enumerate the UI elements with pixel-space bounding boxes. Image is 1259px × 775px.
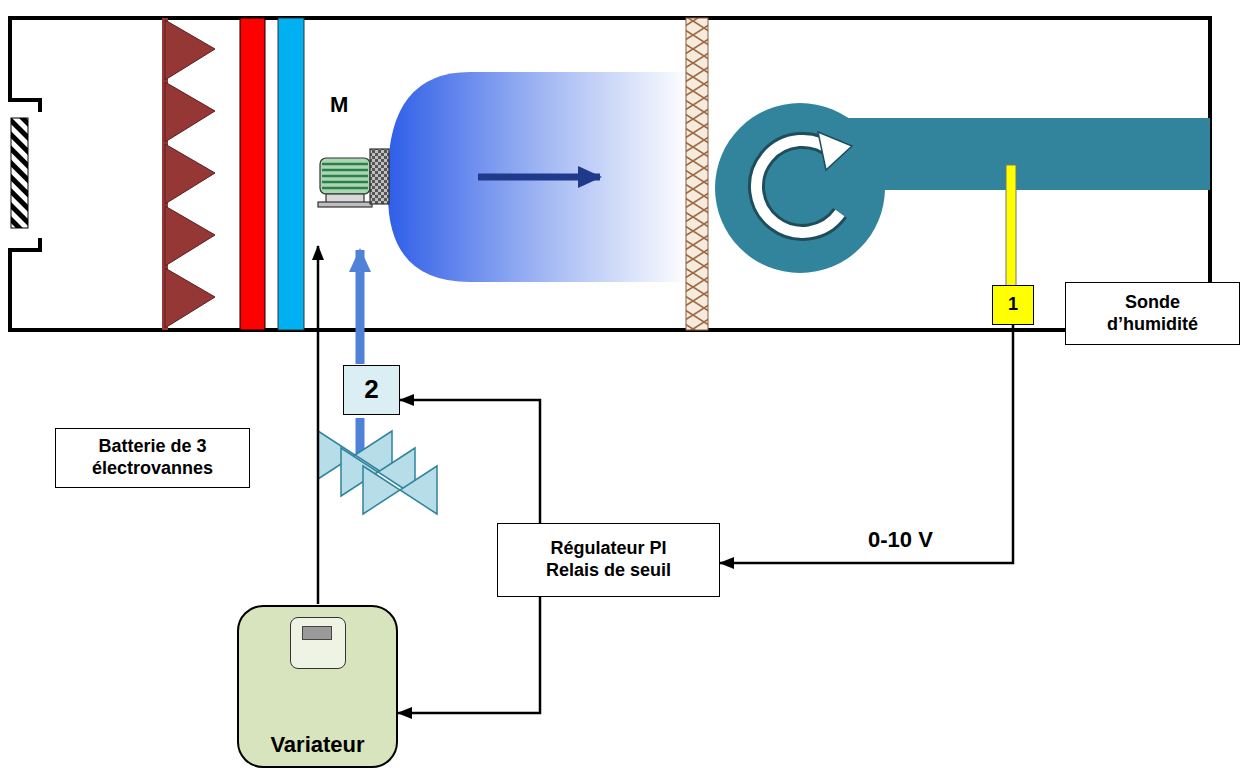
signal-connector xyxy=(398,597,540,713)
motor-label: M xyxy=(330,92,348,118)
signal-connector xyxy=(400,400,540,523)
node-text: Sonde d’humidité xyxy=(1098,292,1208,335)
node-text: Batterie de 3 électrovannes xyxy=(78,436,228,479)
callout-box: 2 xyxy=(343,365,400,415)
node-text: 2 xyxy=(364,374,378,405)
node-text: 1 xyxy=(1008,294,1018,316)
signal-label: 0-10 V xyxy=(868,527,933,553)
drive-box: Variateur xyxy=(237,605,398,768)
text-box: Batterie de 3 électrovannes xyxy=(55,428,250,488)
controller-box: Régulateur PI Relais de seuil xyxy=(497,523,720,597)
signal-connector xyxy=(720,325,1013,563)
text-box: Sonde d’humidité xyxy=(1065,282,1240,345)
display-screen xyxy=(302,626,332,640)
callout-box: 1 xyxy=(992,285,1034,325)
node-text: Variateur xyxy=(270,732,364,758)
node-text: Régulateur PI Relais de seuil xyxy=(526,538,691,581)
drive-display xyxy=(290,617,346,669)
